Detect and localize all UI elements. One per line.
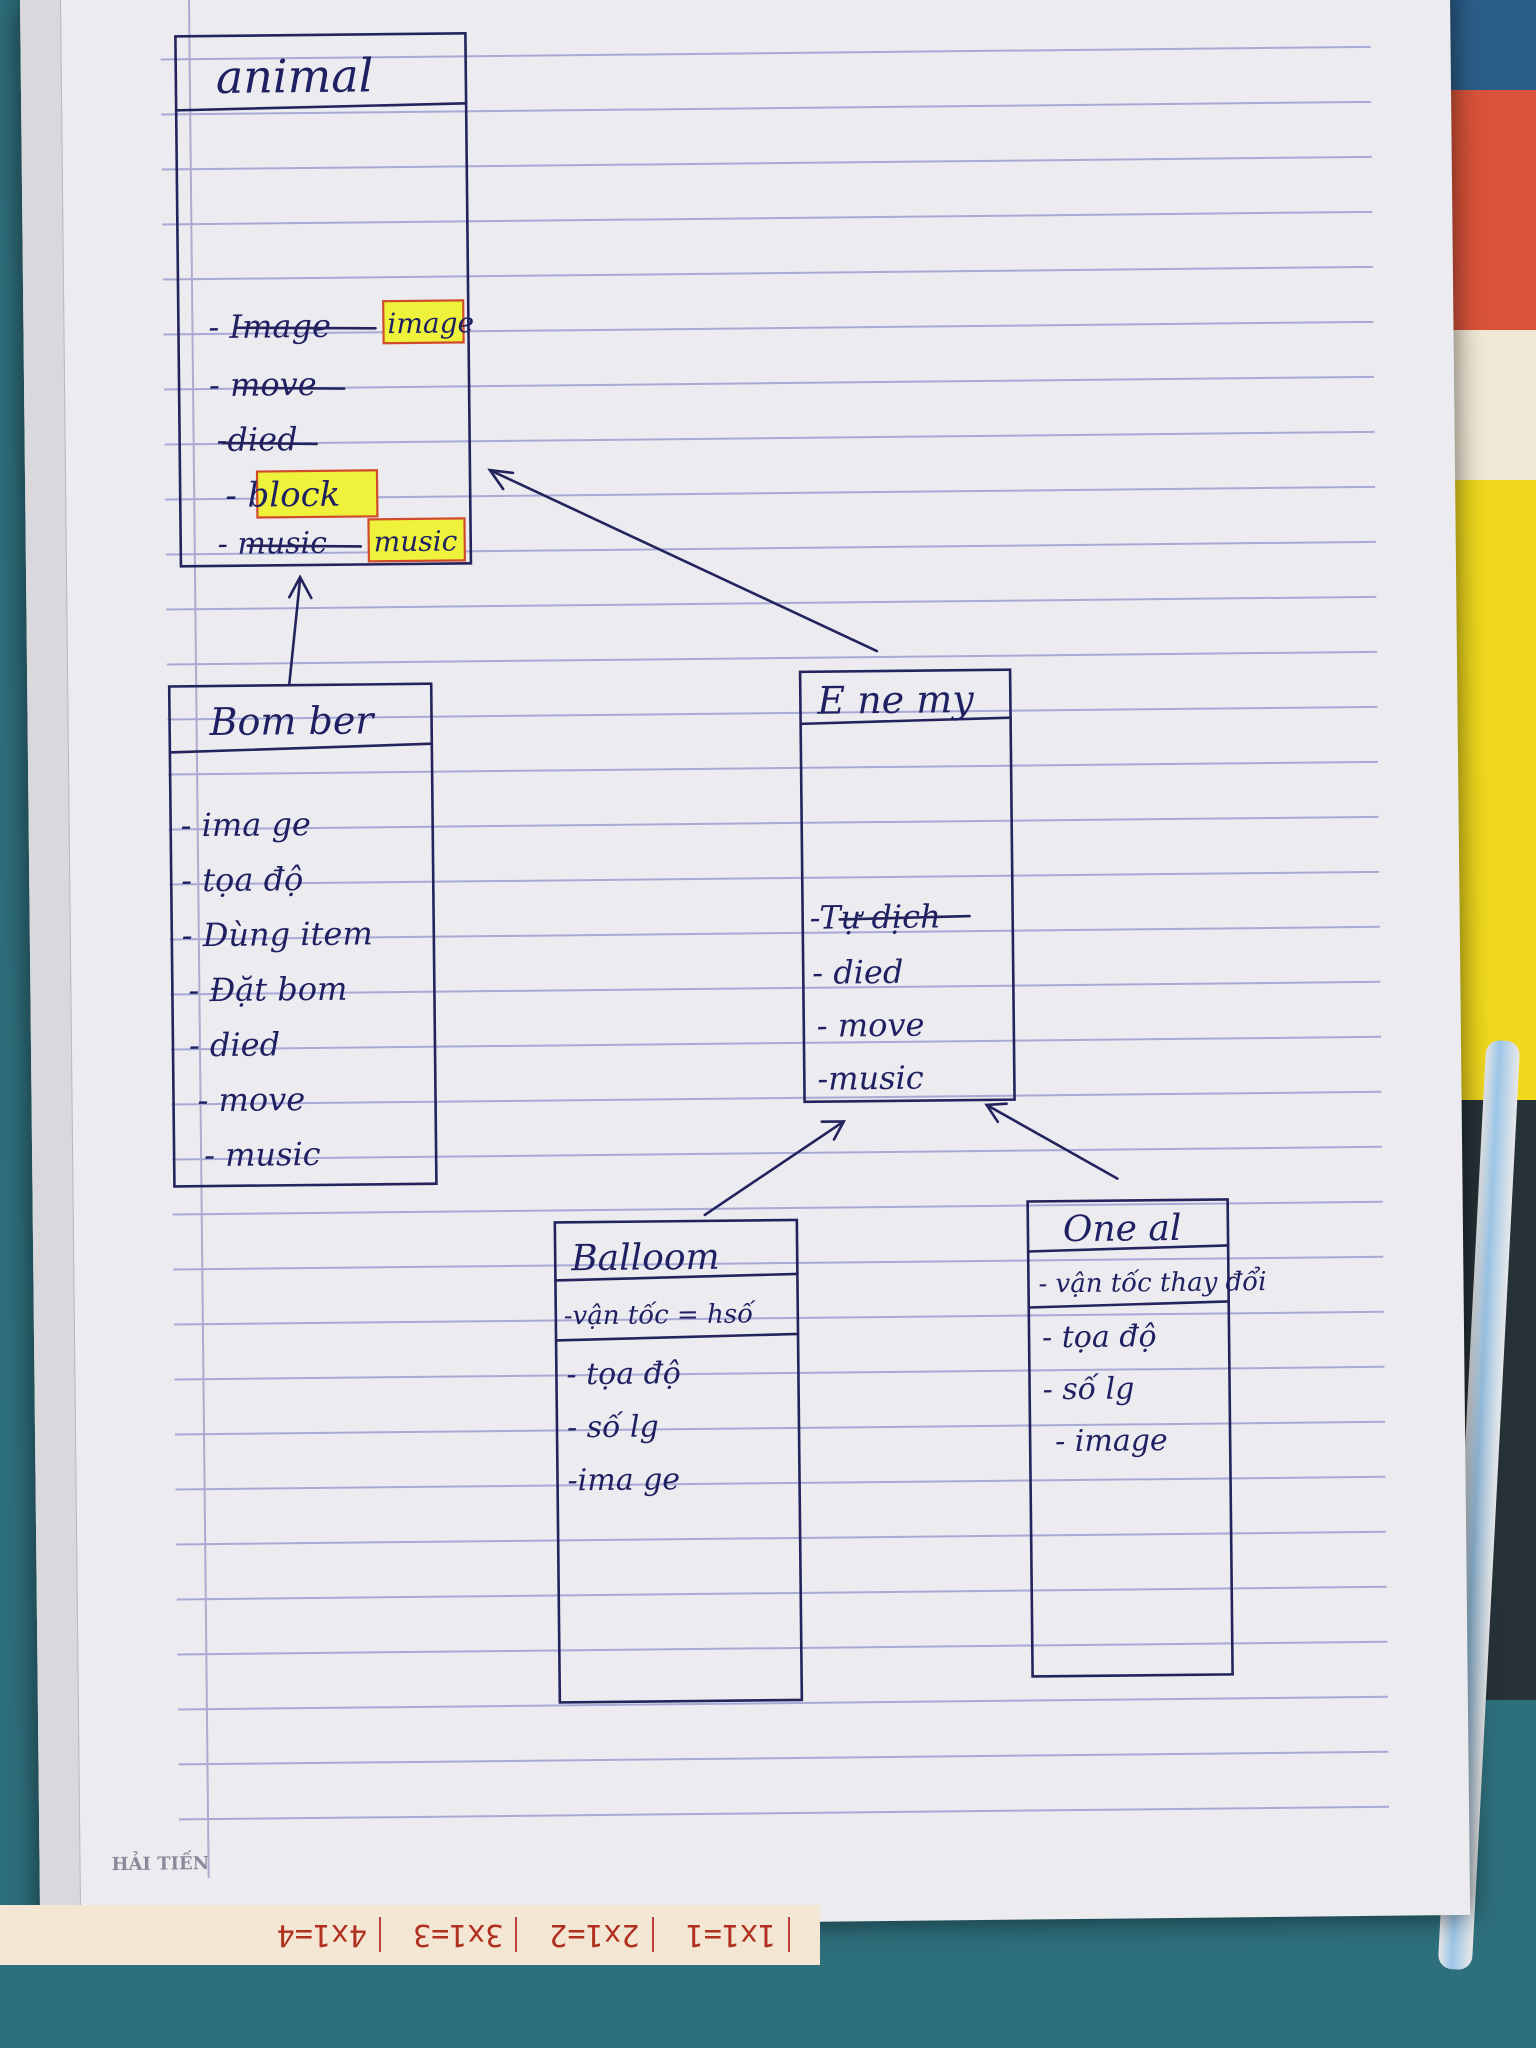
class-bomber: Bom ber - ima ge - tọa độ - Dùng item - … [167,682,438,1188]
class-oneal-title: One al [1063,1208,1182,1250]
strip-cell: 2x1=2 [537,1917,654,1953]
animal-item-died: -died [216,420,297,459]
balloom-item-toa-do: - tọa độ [566,1356,681,1392]
class-enemy: E ne my -Tự dịch - died - move -music [798,668,1016,1104]
class-animal-title: animal [216,48,374,104]
animal-item-image: image [387,306,474,340]
oneal-item-toa-do: - tọa độ [1042,1319,1157,1355]
inheritance-arrows [287,468,1119,1217]
enemy-item-music: -music [817,1059,924,1098]
multiplication-table-strip: 1x1=1 2x1=2 3x1=3 4x1=4 [0,1905,820,1965]
arrow-oneal-enemy [985,1103,1119,1180]
strip-cell: 4x1=4 [264,1917,382,1953]
bomber-item-died: - died [189,1025,281,1064]
enemy-item-move: - move [817,1006,925,1045]
animal-item-image-struck: - Image [208,307,331,346]
bomber-item-dat-bom: - Đặt bom [188,970,347,1010]
arrow-bomber-animal [287,577,302,687]
balloom-item-so-lg: - số lg [567,1409,659,1445]
class-diagram: animal - Image image - move -died - bloc… [167,32,1267,1704]
class-bomber-title: Bom ber [208,698,376,744]
bomber-item-music: - music [204,1135,321,1174]
animal-item-music: music [374,524,458,558]
balloom-item-image: -ima ge [567,1462,680,1498]
bomber-item-toa-do: - tọa độ [181,860,304,899]
strip-cell: 3x1=3 [401,1917,518,1953]
oneal-item-so-lg: - số lg [1042,1371,1134,1407]
class-balloom-title: Balloom [570,1237,720,1280]
arrowhead-balloom-enemy [820,1120,846,1141]
animal-item-block: - block [225,475,340,516]
enemy-item-died: - died [812,953,904,992]
bomber-item-dung-item: - Dùng item [182,914,373,954]
class-animal: animal - Image image - move -died - bloc… [174,32,474,568]
class-oneal: One al - vận tốc thay đổi - tọa độ - số … [1026,1198,1267,1678]
arrowhead-oneal-enemy [984,1102,1008,1124]
class-balloom: Balloom -vận tốc = hsố - tọa độ - số lg … [553,1218,804,1704]
animal-item-move: - move [209,365,317,404]
arrowhead-bomber-animal [287,574,313,600]
bomber-item-image: - ima ge [180,805,311,844]
notebook-page: HẢI TIẾN animal - Image image - move -di… [20,0,1471,1940]
arrowhead-enemy-animal [487,468,515,491]
bomber-item-move: - move [197,1080,305,1119]
class-enemy-title: E ne my [816,677,974,723]
strip-cell: 1x1=1 [673,1917,790,1953]
arrow-balloom-enemy [703,1120,846,1217]
oneal-item-van-toc: - vận tốc thay đổi [1038,1266,1266,1299]
arrow-enemy-animal [488,468,879,653]
balloom-item-van-toc: -vận tốc = hsố [564,1299,757,1331]
animal-item-music-struck: - music [218,526,328,562]
oneal-item-image: - image [1055,1423,1168,1459]
